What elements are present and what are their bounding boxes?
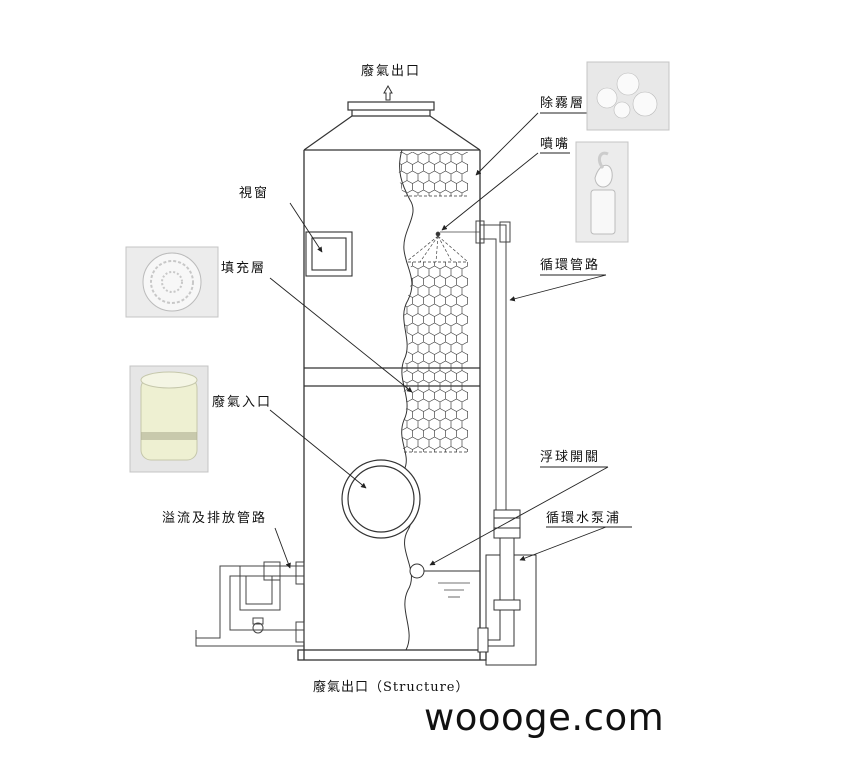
leader-lines — [269, 112, 632, 569]
packing-layer — [401, 261, 468, 453]
label-circulation-pipe: 循環管路 — [540, 258, 601, 273]
gas-inlet — [341, 459, 421, 539]
packing-photo — [125, 246, 219, 318]
demister-layer — [398, 152, 468, 197]
leader-inlet — [269, 409, 367, 489]
nozzle-photo — [575, 141, 629, 243]
label-nozzle: 噴嘴 — [540, 137, 571, 152]
label-pump: 循環水泵浦 — [546, 511, 622, 526]
sight-window — [305, 231, 353, 277]
inlet-photo — [129, 365, 209, 473]
spray-cone — [405, 231, 480, 263]
label-outlet-top: 廢氣出口 — [361, 64, 422, 79]
label-overflow-drain: 溢流及排放管路 — [162, 511, 268, 526]
leader-float — [429, 466, 609, 566]
leader-circulation-pipe — [509, 274, 607, 302]
water-level — [438, 582, 470, 598]
circulation-pipe — [475, 220, 511, 510]
diagram-caption: 廢氣出口（Structure） — [313, 680, 470, 695]
label-inlet: 廢氣入口 — [212, 395, 273, 410]
leader-nozzle — [441, 152, 539, 231]
label-float-switch: 浮球開關 — [540, 450, 601, 465]
leader-overflow — [274, 527, 291, 569]
up-arrow-icon — [383, 84, 393, 101]
circulation-pump — [477, 509, 537, 666]
leader-demister — [475, 112, 539, 176]
label-demister: 除霧層 — [540, 96, 586, 111]
outlet-flange — [303, 101, 481, 151]
label-sight-window: 視窗 — [239, 186, 270, 201]
float-switch-ball — [409, 563, 480, 579]
overflow-drain-pipes — [195, 561, 305, 647]
leader-pump — [519, 526, 607, 561]
demister-photo — [586, 61, 670, 131]
leader-packing — [269, 277, 413, 393]
leader-sight-window — [289, 202, 323, 253]
label-packing: 填充層 — [221, 261, 267, 276]
watermark: woooge.com — [424, 696, 665, 739]
